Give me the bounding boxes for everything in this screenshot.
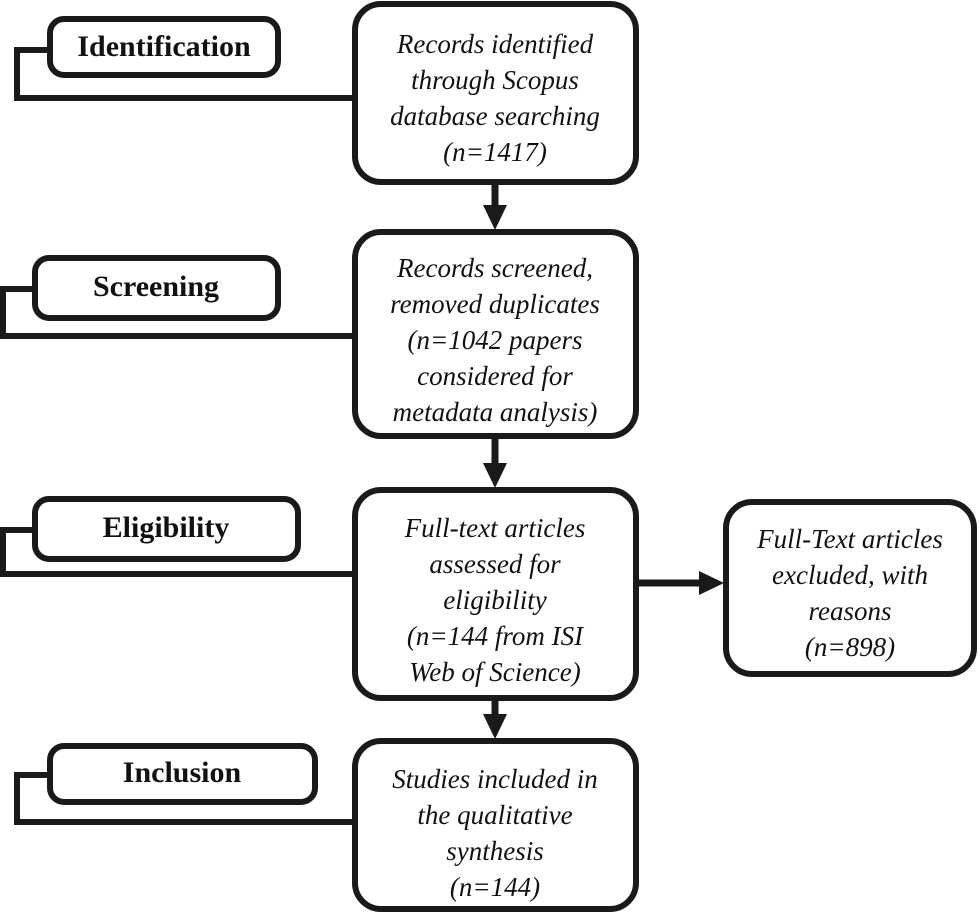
stage-label-inclusion[interactable]: Inclusion (47, 743, 318, 805)
stage-box-full-text-assessed-line-2: eligibility (443, 585, 546, 615)
stage-box-studies-included[interactable]: Studies included in the qualitative synt… (352, 738, 639, 912)
stage-box-records-identified-line-0: Records identified (396, 29, 594, 59)
bracket-connector-eligibility (0, 527, 355, 577)
stage-box-full-text-assessed[interactable]: Full-text articles assessed for eligibil… (352, 487, 639, 701)
stage-box-records-screened[interactable]: Records screened, removed duplicates (n=… (352, 229, 639, 439)
stage-label-screening[interactable]: Screening (32, 255, 281, 321)
arrow-eligibility-to-inclusion (483, 699, 507, 739)
side-box-full-text-excluded-line-1: excluded, with (772, 560, 928, 590)
stage-box-full-text-assessed-line-4: Web of Science) (409, 657, 580, 687)
stage-box-records-screened-line-3: considered for (417, 361, 573, 391)
stage-box-records-identified-box (352, 1, 639, 185)
side-box-full-text-excluded-line-2: reasons (808, 596, 891, 626)
side-box-full-text-excluded-box (723, 499, 977, 677)
stage-box-records-screened-line-0: Records screened, (396, 253, 593, 283)
stage-box-records-screened-box (352, 229, 639, 439)
stage-box-full-text-assessed-box (352, 487, 639, 701)
stage-label-inclusion-text: Inclusion (123, 756, 242, 789)
stage-label-identification[interactable]: Identification (47, 16, 281, 78)
stage-box-studies-included-line-1: the qualitative (417, 800, 572, 830)
stage-box-studies-included-line-0: Studies included in (392, 764, 597, 794)
side-box-full-text-excluded-line-0: Full-Text articles (756, 524, 943, 554)
side-box-full-text-excluded-line-3: (n=898) (805, 632, 895, 662)
stage-box-records-screened-line-1: removed duplicates (390, 289, 600, 319)
stage-box-records-identified[interactable]: Records identified through Scopus databa… (352, 1, 639, 185)
bracket-connector-inclusion (14, 772, 355, 825)
arrow-screening-to-eligibility (483, 437, 507, 488)
bracket-connector-screening (0, 286, 355, 339)
stage-label-eligibility[interactable]: Eligibility (32, 496, 301, 562)
arrow-eligibility-to-excluded (636, 571, 724, 595)
stage-label-screening-text: Screening (93, 270, 219, 303)
side-box-full-text-excluded[interactable]: Full-Text articles excluded, with reason… (723, 499, 977, 677)
stage-label-identification-text: Identification (77, 30, 251, 63)
stage-label-inclusion-box (47, 743, 318, 805)
stage-box-records-identified-line-2: database searching (390, 101, 600, 131)
stage-box-studies-included-box (352, 738, 639, 912)
stage-label-identification-box (47, 16, 281, 78)
stage-label-screening-box (32, 255, 281, 321)
stage-box-records-screened-line-4: metadata analysis) (393, 397, 598, 427)
arrow-identification-to-screening (483, 183, 507, 230)
stage-box-studies-included-line-3: (n=144) (450, 872, 540, 902)
bracket-connector-identification (14, 47, 355, 101)
stage-label-eligibility-text: Eligibility (103, 511, 230, 544)
stage-box-studies-included-line-2: synthesis (446, 836, 544, 866)
stage-box-records-identified-line-1: through Scopus (411, 65, 579, 95)
stage-box-full-text-assessed-line-0: Full-text articles (404, 513, 586, 543)
stage-box-records-screened-line-2: (n=1042 papers (408, 325, 583, 355)
stage-box-records-identified-line-3: (n=1417) (443, 137, 547, 167)
stage-label-eligibility-box (32, 496, 301, 562)
stage-box-full-text-assessed-line-3: (n=144 from ISI (407, 621, 585, 651)
stage-box-full-text-assessed-line-1: assessed for (429, 549, 561, 579)
